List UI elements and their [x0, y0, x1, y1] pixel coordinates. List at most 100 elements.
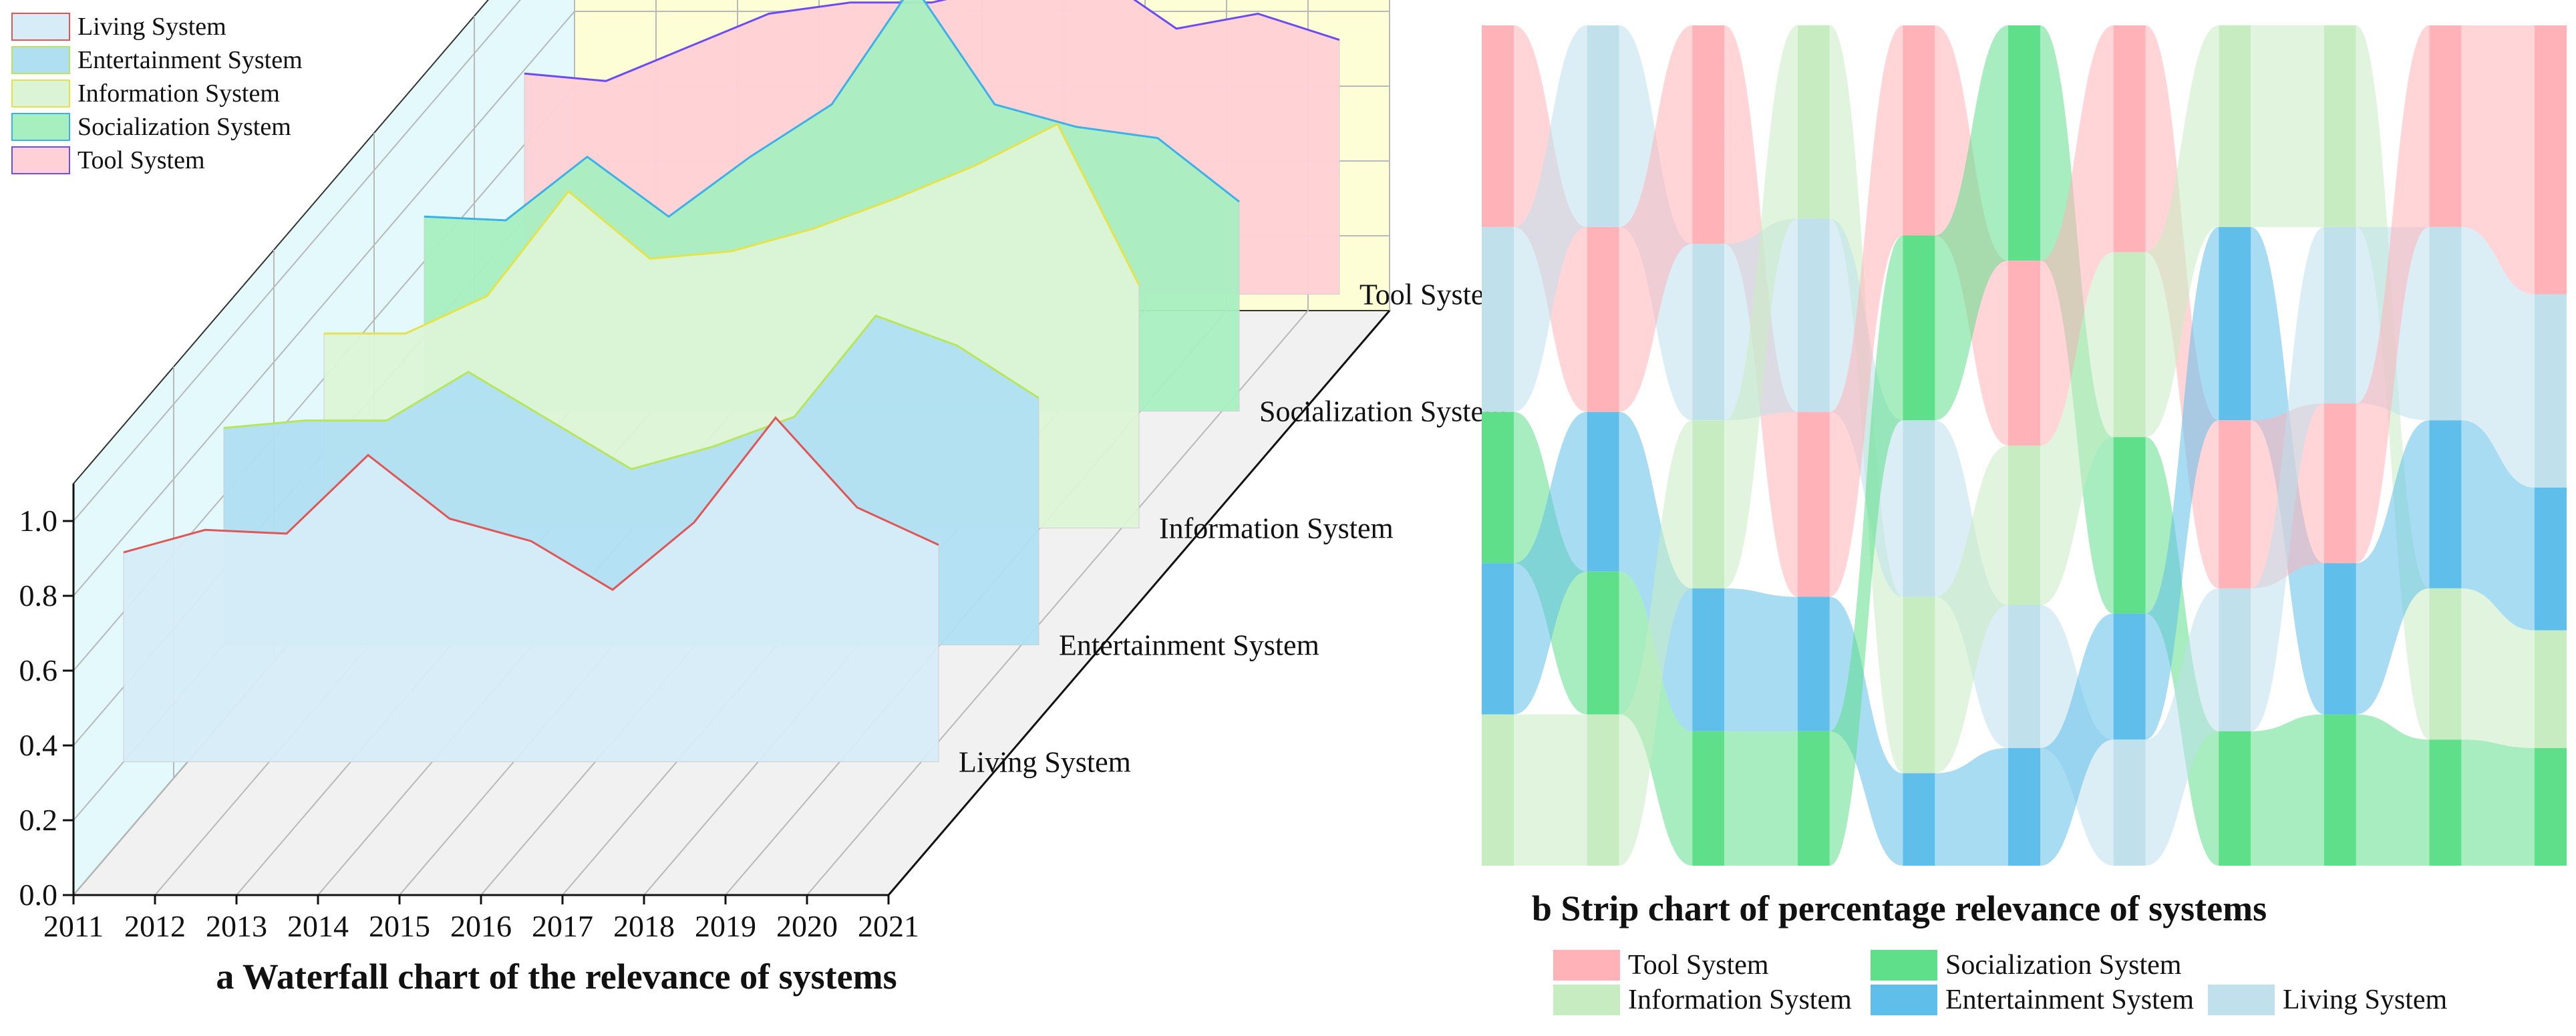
- y-tick-label: 0.6: [19, 653, 58, 687]
- bar-information-system: [2429, 588, 2462, 740]
- bar-entertainment-system: [1587, 411, 1619, 572]
- bar-living-system: [1482, 226, 1514, 412]
- bar-tool-system: [2219, 420, 2251, 588]
- bar-socialization-system: [2429, 739, 2462, 866]
- bar-information-system: [2323, 25, 2356, 227]
- flow-entertainment-system: [2356, 420, 2430, 715]
- bar-information-system: [2535, 630, 2567, 748]
- y-tick-label: 1.0: [19, 504, 58, 538]
- legend-swatch-entertainment-system: [11, 46, 70, 74]
- legend-swatch-information-system: [1553, 985, 1620, 1015]
- bar-living-system: [1692, 244, 1725, 421]
- bar-living-system: [2429, 226, 2462, 421]
- bar-living-system: [2323, 226, 2356, 404]
- flow-tool-system: [1619, 25, 1693, 412]
- flow-tool-system: [2356, 25, 2430, 564]
- legend-label-tool-system: Tool System: [1628, 950, 1769, 981]
- flow-entertainment-system: [1514, 411, 1587, 715]
- y-tick-label: 0.0: [19, 878, 58, 912]
- series-label-entertainment-system: Entertainment System: [1059, 629, 1319, 662]
- flow-living-system: [1514, 25, 1587, 412]
- bar-socialization-system: [2008, 25, 2040, 261]
- legend-label-socialization-system: Socialization System: [77, 113, 291, 141]
- bar-living-system: [2535, 294, 2567, 488]
- x-tick-label: 2011: [43, 909, 104, 943]
- flow-living-system: [2145, 588, 2219, 866]
- flow-socialization-system: [1724, 731, 1798, 866]
- y-tick-label: 0.2: [19, 803, 58, 837]
- legend-label-entertainment-system: Entertainment System: [1945, 985, 2194, 1015]
- bar-entertainment-system: [2008, 747, 2040, 866]
- flow-information-system: [2040, 252, 2114, 606]
- bar-entertainment-system: [1692, 588, 1725, 731]
- flow-socialization-system: [2461, 739, 2535, 866]
- bar-socialization-system: [1903, 235, 1935, 421]
- series-label-socialization-system: Socialization System: [1259, 395, 1506, 428]
- flow-socialization-system: [2251, 714, 2324, 866]
- bar-tool-system: [1903, 25, 1935, 236]
- bar-tool-system: [2113, 25, 2146, 252]
- legend-swatch-socialization-system: [11, 113, 70, 141]
- bar-entertainment-system: [1903, 773, 1935, 866]
- flow-tool-system: [2461, 25, 2535, 295]
- bar-socialization-system: [1692, 731, 1725, 866]
- strip-chart: [1482, 25, 2567, 866]
- flow-entertainment-system: [2145, 226, 2219, 740]
- x-tick-label: 2021: [858, 909, 919, 943]
- flow-tool-system: [1829, 25, 1903, 597]
- x-tick-label: 2020: [776, 909, 838, 943]
- bar-information-system: [1692, 420, 1725, 588]
- legend-swatch-living-system: [2208, 985, 2275, 1015]
- bar-living-system: [1587, 25, 1619, 227]
- bar-entertainment-system: [1797, 596, 1830, 731]
- legend-label-living-system: Living System: [77, 13, 226, 41]
- flow-information-system: [1724, 25, 1798, 588]
- grid-line-left-wall: [73, 0, 521, 522]
- bar-socialization-system: [1797, 731, 1830, 866]
- flow-socialization-system: [1829, 235, 1903, 866]
- x-tick-label: 2013: [206, 909, 267, 943]
- legend-swatch-entertainment-system: [1871, 985, 1937, 1015]
- flow-information-system: [2461, 588, 2535, 748]
- bar-tool-system: [1482, 25, 1514, 227]
- flow-socialization-system: [2356, 714, 2430, 866]
- legend-label-information-system: Information System: [77, 79, 280, 108]
- flow-information-system: [1619, 420, 1693, 866]
- strip-chart-title: b Strip chart of percentage relevance of…: [1532, 888, 2267, 928]
- bar-socialization-system: [2113, 437, 2146, 614]
- strip-flows: [1514, 25, 2535, 866]
- bar-tool-system: [2323, 403, 2356, 564]
- depth-axis: [887, 310, 1391, 896]
- flow-information-system: [1514, 714, 1587, 866]
- flow-socialization-system: [1935, 25, 2008, 421]
- bar-living-system: [2113, 739, 2146, 866]
- x-tick-label: 2017: [532, 909, 593, 943]
- bar-tool-system: [2008, 261, 2040, 446]
- bar-tool-system: [1797, 411, 1830, 597]
- legend-swatch-living-system: [11, 13, 70, 41]
- line-living-system: [123, 415, 939, 591]
- flow-entertainment-system: [2040, 613, 2114, 866]
- legend-label-tool-system: Tool System: [77, 146, 205, 174]
- bar-information-system: [1797, 25, 1830, 219]
- bar-living-system: [1903, 420, 1935, 597]
- bar-living-system: [1797, 218, 1830, 412]
- bar-socialization-system: [1587, 571, 1619, 715]
- flow-socialization-system: [2145, 437, 2219, 866]
- bar-entertainment-system: [1482, 563, 1514, 715]
- flow-information-system: [2145, 25, 2219, 438]
- legend-label-entertainment-system: Entertainment System: [77, 46, 303, 74]
- bar-socialization-system: [1482, 411, 1514, 564]
- bar-information-system: [2219, 25, 2251, 227]
- flow-entertainment-system: [2461, 420, 2535, 631]
- legend-label-information-system: Information System: [1628, 985, 1852, 1015]
- legend-label-socialization-system: Socialization System: [1945, 950, 2182, 981]
- legend-swatch-tool-system: [11, 146, 70, 174]
- flow-entertainment-system: [1829, 596, 1903, 866]
- bar-entertainment-system: [2323, 563, 2356, 715]
- x-tick-label: 2015: [369, 909, 430, 943]
- x-tick-label: 2012: [124, 909, 186, 943]
- line-entertainment-system: [223, 314, 1039, 470]
